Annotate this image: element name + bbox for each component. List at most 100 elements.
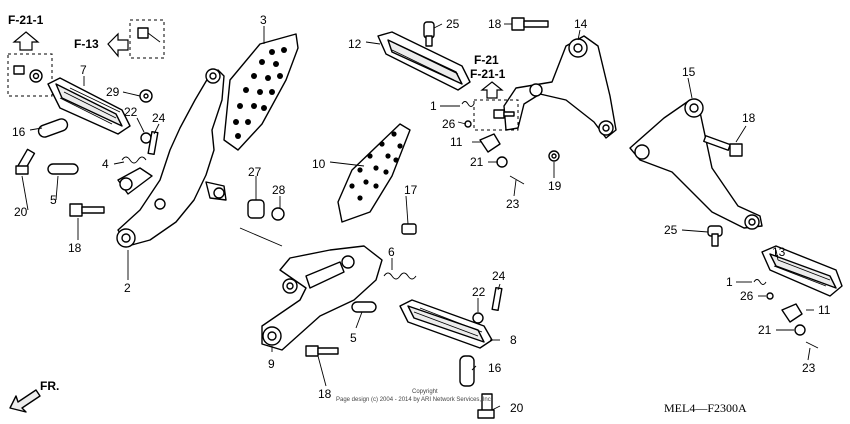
callout-6[interactable]: 6 xyxy=(388,245,395,259)
callout-25-rear[interactable]: 25 xyxy=(664,223,678,237)
dashed-inset-left xyxy=(7,53,53,97)
callout-26-mid[interactable]: 26 xyxy=(442,117,456,131)
callout-1-rear[interactable]: 1 xyxy=(726,275,733,289)
callout-28[interactable]: 28 xyxy=(272,183,286,197)
callout-9[interactable]: 9 xyxy=(268,357,275,371)
callout-21-mid[interactable]: 21 xyxy=(470,155,484,169)
ref-f21[interactable]: F-21 xyxy=(474,53,499,67)
callout-15[interactable]: 15 xyxy=(682,65,696,79)
bolt-inset-icon xyxy=(137,27,161,43)
left-pin-5[interactable] xyxy=(47,163,79,175)
bolt-17[interactable] xyxy=(401,223,417,235)
copyright-line1: Copyright xyxy=(412,389,438,395)
left-arrow-icon xyxy=(107,32,129,58)
rear-right-footpeg[interactable] xyxy=(761,245,843,297)
right-upper-footpeg[interactable] xyxy=(377,31,471,91)
callout-2[interactable]: 2 xyxy=(124,281,131,295)
pin-25-rear[interactable] xyxy=(707,225,723,247)
callout-19[interactable]: 19 xyxy=(548,179,562,193)
callout-24-lower[interactable]: 24 xyxy=(492,269,506,283)
callout-1-mid[interactable]: 1 xyxy=(430,99,437,113)
ref-f21-1-mid[interactable]: F-21-1 xyxy=(470,67,506,81)
callout-23-mid[interactable]: 23 xyxy=(506,197,520,211)
callout-27[interactable]: 27 xyxy=(248,165,262,179)
callout-18-top[interactable]: 18 xyxy=(488,17,502,31)
callout-29[interactable]: 29 xyxy=(106,85,120,99)
right-upper-bracket[interactable] xyxy=(503,35,617,139)
rear-small-parts[interactable] xyxy=(753,279,819,349)
callout-23-rear[interactable]: 23 xyxy=(802,361,816,375)
bolt-washer-inset-icon xyxy=(13,65,43,83)
callout-22-left[interactable]: 22 xyxy=(124,105,138,119)
diagram-code: MEL4—F2300A xyxy=(664,401,747,415)
callout-20-left[interactable]: 20 xyxy=(14,205,28,219)
callout-14[interactable]: 14 xyxy=(574,17,588,31)
left-bolt-20[interactable] xyxy=(15,148,36,175)
bolt-20-lower[interactable] xyxy=(477,393,495,419)
callout-13[interactable]: 13 xyxy=(772,245,786,259)
heel-guard-holes xyxy=(233,47,287,139)
spring-6[interactable] xyxy=(383,272,417,280)
pin-25-top[interactable] xyxy=(423,21,435,47)
right-lower-bracket[interactable] xyxy=(261,245,383,351)
ref-f13[interactable]: F-13 xyxy=(74,37,99,51)
left-step-bracket[interactable] xyxy=(116,68,227,248)
callout-26-rear[interactable]: 26 xyxy=(740,289,754,303)
callout-4[interactable]: 4 xyxy=(102,157,109,171)
callout-18-left[interactable]: 18 xyxy=(68,241,82,255)
callout-16-lower[interactable]: 16 xyxy=(488,361,502,375)
leader-rod xyxy=(239,227,283,247)
left-footpeg[interactable] xyxy=(47,77,131,135)
ref-f21-1-top[interactable]: F-21-1 xyxy=(8,13,44,27)
washer-22-lower[interactable] xyxy=(472,312,484,324)
bolt-inset-mid-icon xyxy=(493,109,515,119)
callout-12[interactable]: 12 xyxy=(348,37,362,51)
callout-5-lower[interactable]: 5 xyxy=(350,331,357,345)
left-washer-28[interactable] xyxy=(271,207,285,221)
left-bolt-18[interactable] xyxy=(69,203,105,217)
dashed-inset-mid xyxy=(473,99,519,131)
pin-5-lower[interactable] xyxy=(351,301,377,313)
up-arrow-icon xyxy=(12,31,40,51)
right-lower-heel-guard[interactable] xyxy=(337,123,411,223)
pin-24-lower[interactable] xyxy=(491,286,503,312)
front-label: FR. xyxy=(40,379,59,393)
callout-11-mid[interactable]: 11 xyxy=(450,135,463,149)
callout-5-left[interactable]: 5 xyxy=(50,193,57,207)
rear-right-bracket[interactable] xyxy=(629,98,763,230)
callout-25-top[interactable]: 25 xyxy=(446,17,460,31)
left-heel-guard[interactable] xyxy=(223,33,299,151)
up-arrow-icon-mid xyxy=(480,81,504,99)
right-lower-footpeg[interactable] xyxy=(399,299,493,349)
callout-7[interactable]: 7 xyxy=(80,63,87,77)
dashed-inset-top xyxy=(129,19,165,59)
callout-17[interactable]: 17 xyxy=(404,183,418,197)
callout-18-rear[interactable]: 18 xyxy=(742,111,756,125)
left-spring-4[interactable] xyxy=(121,156,147,164)
callout-10[interactable]: 10 xyxy=(312,157,326,171)
callout-numbers: 7 16 20 5 18 2 4 22 24 29 3 27 28 10 17 … xyxy=(12,13,831,415)
upper-small-parts[interactable] xyxy=(461,101,560,185)
heel-guard-holes-2 xyxy=(349,131,403,201)
left-pin-16[interactable] xyxy=(37,117,69,139)
callout-3[interactable]: 3 xyxy=(260,13,267,27)
callout-24-left[interactable]: 24 xyxy=(152,111,166,125)
left-bushing-27[interactable] xyxy=(247,199,265,219)
callout-22-lower[interactable]: 22 xyxy=(472,285,486,299)
leader-lines xyxy=(21,23,814,411)
left-washer-22[interactable] xyxy=(140,132,152,144)
bolt-18-rear[interactable] xyxy=(703,135,743,157)
callout-21-rear[interactable]: 21 xyxy=(758,323,772,337)
pin-16-lower[interactable] xyxy=(459,355,475,387)
front-arrow-icon xyxy=(9,389,41,413)
callout-11-rear[interactable]: 11 xyxy=(818,303,831,317)
callout-16-left[interactable]: 16 xyxy=(12,125,26,139)
left-nut-29[interactable] xyxy=(139,89,153,103)
bolt-18-top[interactable] xyxy=(511,17,549,31)
callout-8[interactable]: 8 xyxy=(510,333,517,347)
callout-20-lower[interactable]: 20 xyxy=(510,401,524,415)
callout-18-lower[interactable]: 18 xyxy=(318,387,332,401)
bolt-18-lower[interactable] xyxy=(305,345,339,357)
copyright-line2: Page design (c) 2004 - 2014 by ARI Netwo… xyxy=(336,397,493,403)
